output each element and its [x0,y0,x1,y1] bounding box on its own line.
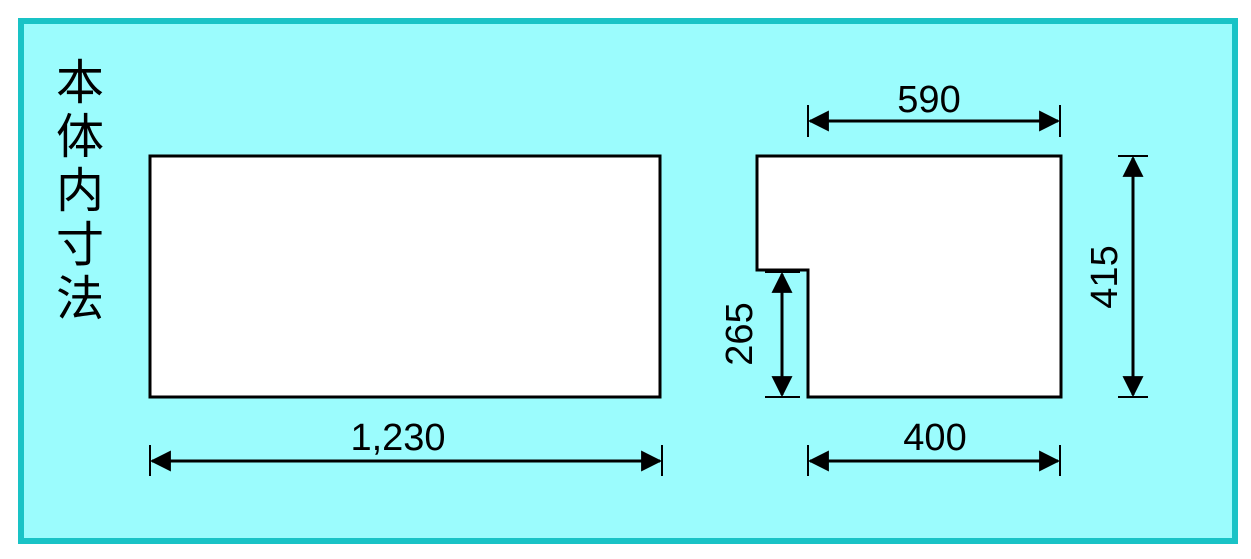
height-total-dimension: 415 [1084,155,1148,398]
width-main-label: 1,230 [350,417,445,459]
width-main-dimension: 1,230 [149,417,663,476]
height-total-label: 415 [1084,245,1126,308]
height-step-dimension: 265 [719,271,800,398]
width-bottom-label: 400 [903,417,966,459]
width-top-dimension: 590 [807,79,1061,137]
body-front-outline [148,154,662,399]
body-side-outline [755,154,1063,399]
width-bottom-dimension: 400 [807,417,1061,476]
width-top-label: 590 [897,79,960,121]
diagram-title: 本体内寸法 [55,55,104,327]
height-step-label: 265 [719,302,761,365]
